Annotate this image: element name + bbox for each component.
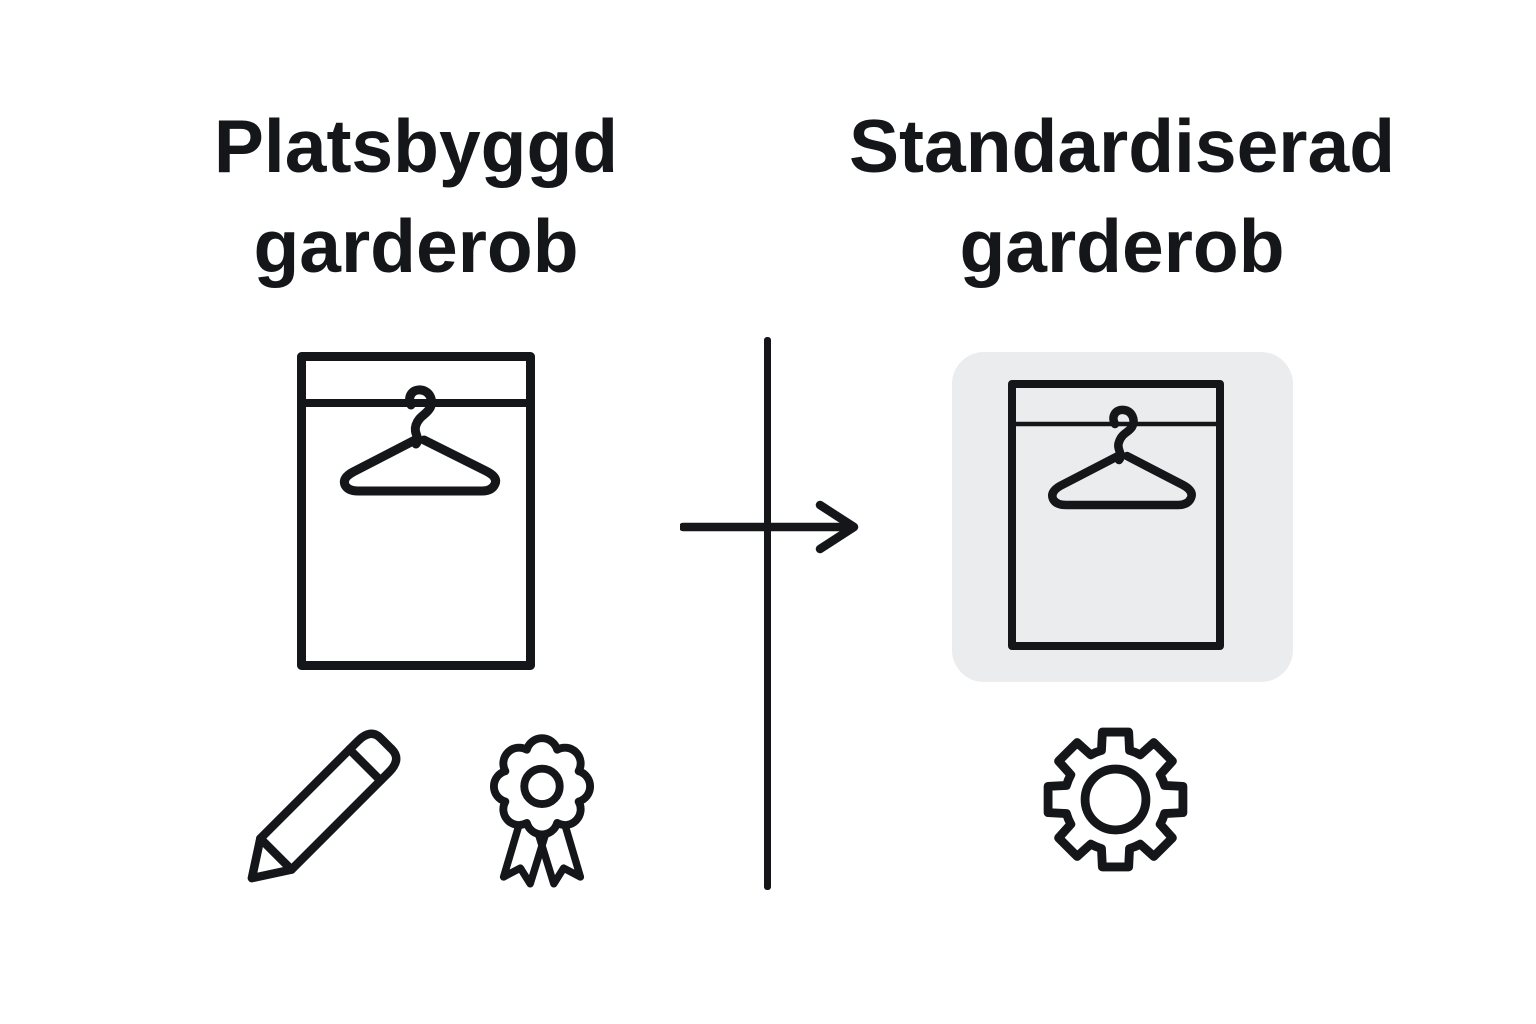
pencil-tip-line xyxy=(256,834,296,874)
arrow-head xyxy=(815,500,859,554)
right-title-line2: garderob xyxy=(959,204,1285,288)
hanger-hook xyxy=(405,385,437,449)
hanger-body xyxy=(1048,451,1196,510)
rosette-center xyxy=(520,764,564,809)
gear-icon xyxy=(1043,727,1188,872)
hanger-body xyxy=(339,435,501,496)
right-column-title: Standardiserad garderob xyxy=(816,96,1428,296)
left-column-title: Platsbyggd garderob xyxy=(110,96,722,296)
wardrobe-frame xyxy=(297,352,535,670)
left-title-line2: garderob xyxy=(253,204,579,288)
right-title-line1: Standardiserad xyxy=(848,104,1396,188)
wardrobe-with-hanger-icon xyxy=(1008,380,1224,650)
left-title-line1: Platsbyggd xyxy=(213,104,619,188)
wardrobe-frame xyxy=(1008,380,1224,650)
hanger-hook xyxy=(1109,405,1138,465)
arrow-right-icon xyxy=(680,500,859,554)
ribbon-right xyxy=(533,820,585,888)
gear-body xyxy=(1043,727,1188,872)
gear-hole xyxy=(1080,764,1151,835)
wardrobe-with-hanger-icon xyxy=(297,352,535,670)
award-ribbon-icon xyxy=(490,734,594,888)
vertical-divider-line xyxy=(764,337,771,890)
pencil-icon xyxy=(247,729,401,883)
pencil-cap-line xyxy=(345,745,385,785)
rosette xyxy=(490,734,594,839)
ribbon-left xyxy=(499,820,551,888)
pencil-outline xyxy=(247,729,401,883)
